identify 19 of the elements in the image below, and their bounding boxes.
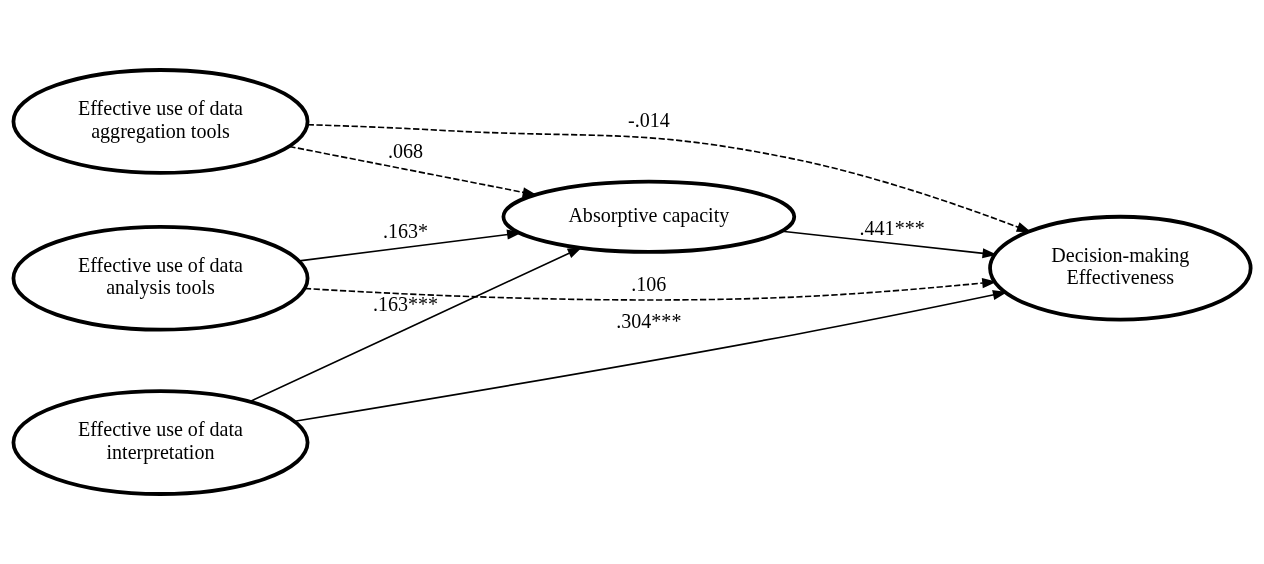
edge-label: -.014 [627, 109, 670, 132]
arrow [306, 123, 1032, 233]
edge-label: .163* [383, 219, 429, 242]
arrow [304, 278, 997, 301]
edge-label: .441*** [859, 217, 925, 240]
arrow [249, 247, 583, 403]
edge-label: .304*** [616, 310, 682, 333]
arrow [298, 229, 522, 262]
arrow [293, 290, 1008, 422]
node-ellipse: Decision-making Effectiveness [988, 214, 1253, 322]
node-ellipse: Effective use of data aggregation tools [11, 68, 310, 175]
node-ellipse: Effective use of data interpretation [11, 389, 310, 496]
arrow [781, 230, 998, 259]
edge-label: .163*** [372, 292, 439, 315]
node-ellipse: Absorptive capacity [501, 179, 797, 254]
edge-label: .068 [388, 139, 424, 162]
edge-label: .106 [631, 272, 667, 295]
node-ellipse: Effective use of data analysis tools [11, 224, 310, 332]
arrow [288, 145, 538, 198]
